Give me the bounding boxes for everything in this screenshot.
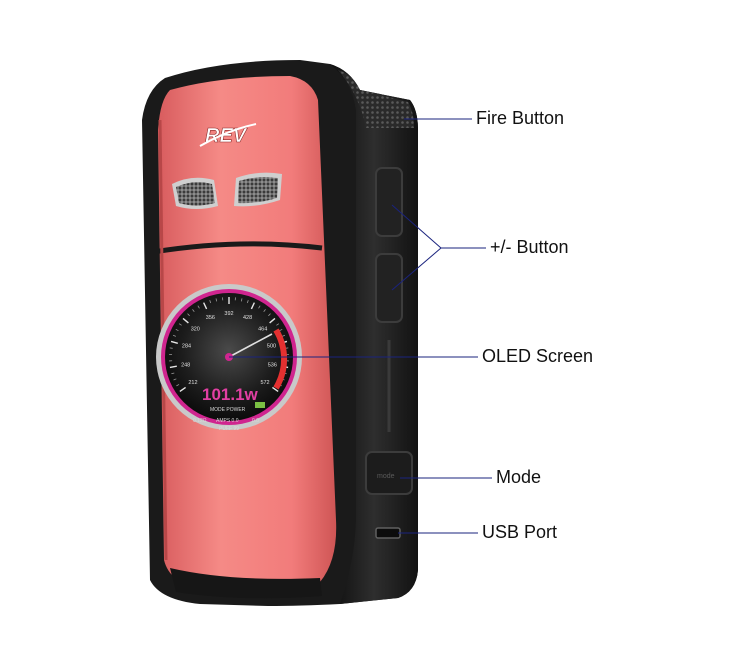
label-plus-minus-button: +/- Button <box>490 237 569 257</box>
dial-tick-label: 284 <box>182 344 191 350</box>
dial-minor-tick <box>246 300 249 304</box>
mode-button-label: mode <box>377 473 395 480</box>
dial-tick-label: 320 <box>191 327 200 333</box>
dial-tick-label: 500 <box>267 344 276 350</box>
dial-minor-tick <box>258 305 261 309</box>
usb-port[interactable] <box>375 527 401 539</box>
dial-tick-label: 536 <box>268 363 277 369</box>
dial-minor-tick <box>187 313 190 317</box>
label-fire-button: Fire Button <box>476 108 565 128</box>
dial-tick-label: 212 <box>188 380 197 386</box>
vape-mod-device: REV 212 248 284 320 356 392 428 464 500 536 572 10… <box>142 60 418 606</box>
dial-minor-tick <box>176 384 180 387</box>
plus-button[interactable] <box>375 167 403 237</box>
dial-minor-tick <box>178 323 182 326</box>
fire-button[interactable] <box>338 70 414 128</box>
plus-minus-leader-bottom <box>391 247 442 291</box>
dial-needle <box>228 333 273 358</box>
dial-major-tick <box>272 386 279 392</box>
dial-major-tick <box>179 386 186 392</box>
logo-swoosh <box>199 123 257 147</box>
dial-minor-tick <box>209 300 212 304</box>
dial-minor-tick <box>172 334 177 337</box>
dial-minor-tick <box>240 298 243 302</box>
dial-minor-tick <box>171 372 175 375</box>
dial-minor-tick <box>268 313 271 317</box>
callout-lines <box>229 118 492 534</box>
dial-minor-tick <box>281 334 286 337</box>
dial-major-tick <box>269 317 276 324</box>
dial-minor-tick <box>279 328 283 332</box>
label-oled-screen: OLED Screen <box>482 346 594 366</box>
vent-left <box>172 177 218 209</box>
label-mode: Mode <box>496 467 542 487</box>
minus-button[interactable] <box>375 253 403 323</box>
info-left: 0.12Ω <box>193 418 207 424</box>
info-mid: AMPS 0.0 <box>216 418 239 424</box>
mode-text: MODE POWER <box>210 407 246 413</box>
info-right: 0.0 <box>252 418 259 424</box>
redline-zone <box>273 328 288 390</box>
dial-major-tick <box>182 317 189 324</box>
dial-minor-tick <box>197 305 200 309</box>
label-usb-port: USB Port <box>482 522 558 542</box>
dial-minor-tick <box>192 309 195 313</box>
mode-button[interactable] <box>365 451 413 495</box>
face-seam <box>152 241 323 255</box>
dial-tick-label: 356 <box>206 315 215 321</box>
dial-tick-label: 428 <box>243 315 252 321</box>
dial-tick-label: 572 <box>260 380 269 386</box>
dial-minor-tick <box>263 309 266 313</box>
dial-minor-tick <box>175 328 179 332</box>
dial-tick-label: 392 <box>224 311 233 317</box>
dial-minor-tick <box>215 298 218 302</box>
plus-minus-leader-top <box>391 204 442 249</box>
dial-labels: 212 248 284 320 356 392 428 464 500 536 572 <box>181 311 277 386</box>
dial-minor-tick <box>173 378 177 381</box>
puff-text: PUFF 99 <box>219 426 239 432</box>
bottom-accent <box>170 568 322 599</box>
dial-major-tick <box>170 340 178 344</box>
dial-major-tick <box>169 365 177 369</box>
battery-icon <box>255 402 265 408</box>
vent-right <box>234 172 282 207</box>
brand-logo: REV <box>205 125 248 147</box>
dial-tick-label: 248 <box>181 363 190 369</box>
dial-minor-tick <box>276 323 280 326</box>
power-reading: 101.1w <box>202 385 259 404</box>
dial-tick-label: 464 <box>258 327 267 333</box>
dial-major-tick <box>203 302 208 310</box>
dial-major-tick <box>250 302 255 310</box>
